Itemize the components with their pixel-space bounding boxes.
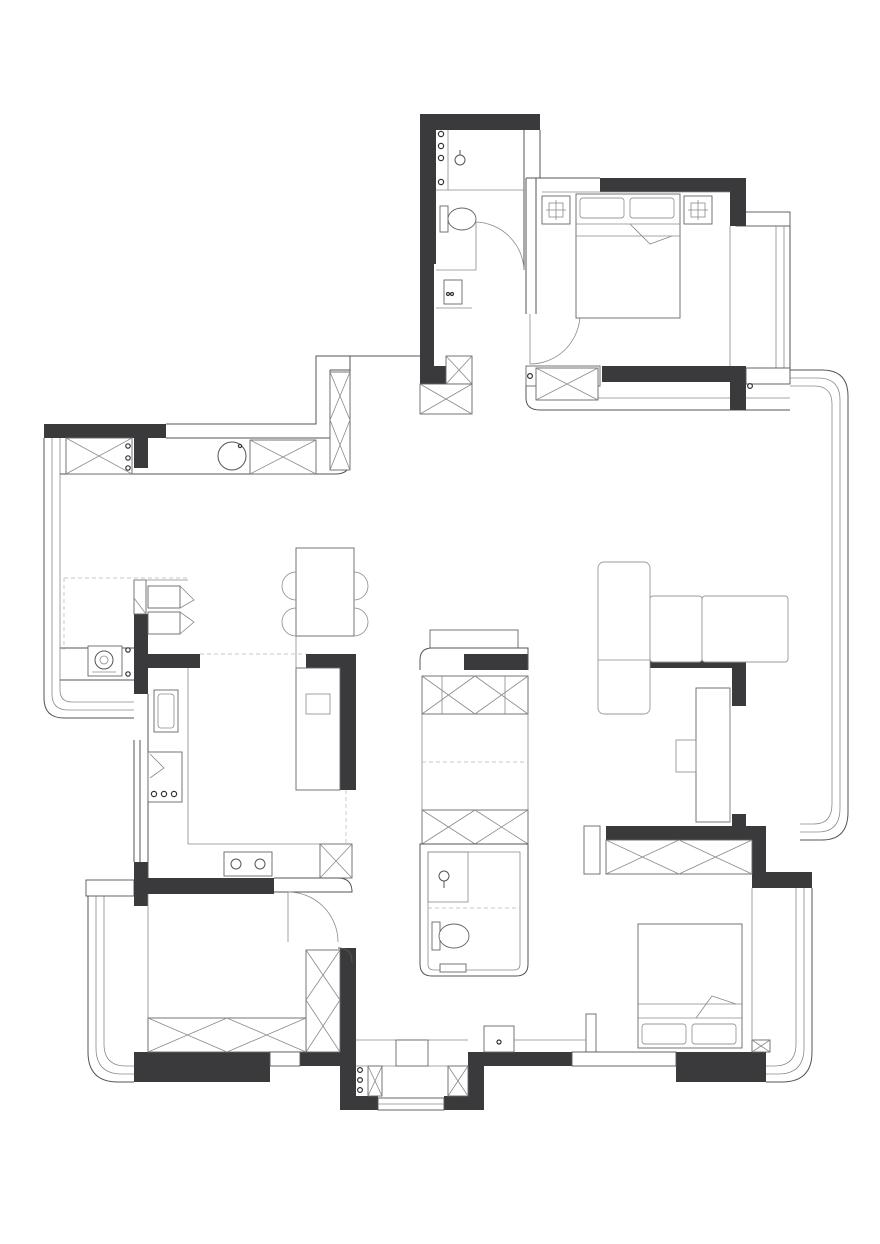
bed-icon (575, 193, 681, 319)
southwest-bedroom (147, 891, 353, 1067)
window-east-curved (790, 369, 849, 841)
nightstand-right (683, 195, 713, 225)
window-southwest-curved (85, 879, 135, 1083)
kitchen-sink-icon (153, 689, 179, 733)
central-block (419, 629, 529, 977)
bed-icon (637, 923, 743, 1049)
kitchen (133, 653, 353, 893)
sink-icon (443, 279, 463, 305)
walls (44, 114, 812, 1110)
laundry-area (60, 577, 195, 681)
living-room (597, 561, 789, 823)
southeast-bedroom (583, 825, 771, 1053)
toilet-icon (431, 921, 470, 951)
northwest-counter (60, 355, 420, 475)
shower-icon (427, 851, 469, 903)
dining-island (281, 547, 369, 791)
stove-icon (223, 851, 273, 877)
north-bedroom (525, 177, 791, 401)
nightstand-left (541, 195, 571, 225)
north-bathroom (419, 130, 541, 415)
shower-icon (454, 150, 466, 166)
south-entry (356, 1025, 677, 1111)
washing-machine-icon (87, 645, 123, 677)
window-southeast-curved (766, 888, 813, 1083)
sofa-icon (597, 561, 789, 715)
window-west-curved (43, 438, 134, 719)
window-bedroom-north-east (729, 211, 791, 370)
sink-round-icon (217, 441, 247, 471)
toilet-icon (439, 205, 477, 233)
